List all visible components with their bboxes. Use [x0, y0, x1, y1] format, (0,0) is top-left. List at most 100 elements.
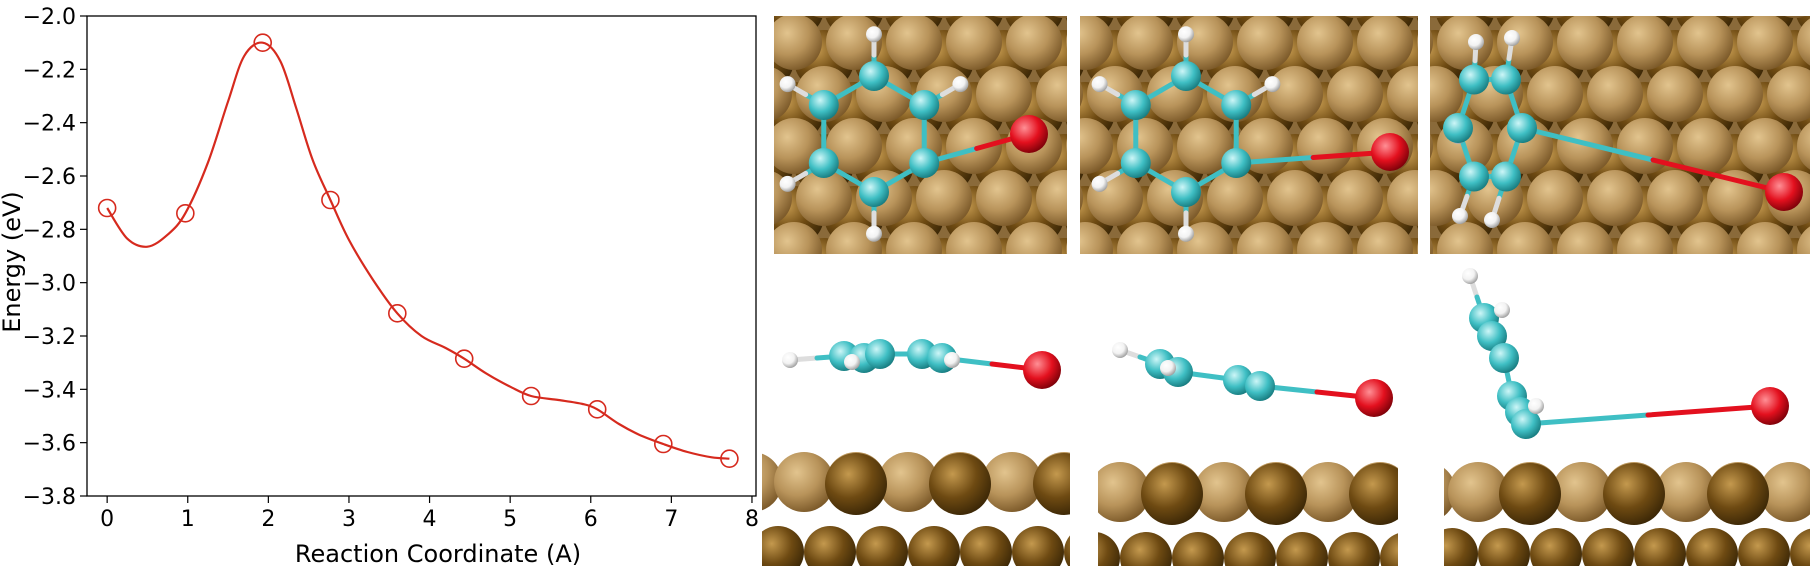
- surface-atom: [1527, 170, 1583, 226]
- surface-atom: [1080, 222, 1113, 254]
- side-view-final-panel: [1444, 266, 1810, 566]
- slab-atom-lower: [960, 526, 1012, 566]
- data-point-marker: [321, 190, 340, 210]
- slab-atom-upper: [929, 453, 991, 515]
- surface-atom: [813, 16, 835, 18]
- slab-atom-lower: [1444, 528, 1478, 566]
- surface-atom: [1036, 66, 1067, 122]
- surface-atom: [1587, 170, 1643, 226]
- surface-atom: [1737, 118, 1793, 174]
- data-point-marker: [97, 198, 117, 218]
- data-point-marker: [654, 434, 673, 454]
- surface-atom: [976, 170, 1032, 226]
- surface-atom: [916, 170, 972, 226]
- surface-atom: [886, 222, 942, 254]
- surface-atom: [1437, 222, 1493, 254]
- carbon-atom: [865, 339, 895, 369]
- slab-atom-lower: [1478, 528, 1530, 566]
- surface-atom: [1387, 170, 1418, 226]
- slab-atom-upper: [1349, 463, 1398, 525]
- surface-atom: [1647, 170, 1703, 226]
- bond: [1650, 157, 1787, 195]
- carbon-atom: [859, 177, 889, 207]
- energy-profile-chart: −2.0−2.2−2.4−2.6−2.8−3.0−3.2−3.4−3.6−3.8…: [0, 5, 759, 568]
- surface-atom: [1544, 16, 1566, 18]
- slab-atom-lower: [1276, 532, 1328, 566]
- carbon-atom: [808, 90, 839, 120]
- hydrogen-atom: [1091, 175, 1108, 192]
- hydrogen-atom: [1264, 76, 1281, 93]
- surface-atom: [1430, 66, 1463, 122]
- surface-atom: [946, 16, 1002, 70]
- top-view-transition-panel: [1080, 16, 1418, 254]
- surface-atom: [1417, 138, 1418, 154]
- hydrogen-atom: [1178, 225, 1194, 242]
- surface-atom: [1066, 242, 1067, 254]
- oxygen-atom: [1023, 351, 1061, 389]
- slab-atom-lower: [1098, 532, 1120, 566]
- oxygen-atom: [1765, 173, 1803, 211]
- surface-atom: [774, 222, 822, 254]
- hydrogen-atom: [1178, 26, 1194, 43]
- surface-atom: [1797, 226, 1810, 254]
- surface-atom: [796, 170, 852, 226]
- slab-atom-upper: [762, 453, 782, 511]
- slab-atom-lower: [1738, 528, 1790, 566]
- hydrogen-atom: [1160, 360, 1176, 376]
- hydrogen-atom: [1452, 208, 1468, 224]
- data-point-marker: [587, 400, 607, 419]
- data-point-marker: [253, 33, 273, 52]
- y-axis: −2.0−2.2−2.4−2.6−2.8−3.0−3.2−3.4−3.6−3.8: [23, 5, 87, 510]
- surface-atom: [1006, 16, 1062, 70]
- x-tick-label: 6: [584, 507, 598, 532]
- carbon-atom: [1171, 177, 1201, 207]
- slab-atom-lower: [1686, 528, 1738, 566]
- energy-curve: [106, 41, 730, 460]
- y-tick-label: −3.0: [23, 272, 76, 297]
- surface-atom: [1767, 66, 1810, 122]
- surface-atom: [1297, 222, 1353, 254]
- surface-atom: [1557, 16, 1613, 70]
- carbon-atom: [1120, 148, 1151, 178]
- surface-atom: [1267, 170, 1323, 226]
- surface-atom: [1430, 16, 1446, 18]
- slab-atom-upper: [982, 452, 1042, 512]
- surface-atom: [1387, 66, 1418, 122]
- slab-atom-upper: [1656, 462, 1716, 522]
- slab-atom-lower: [1012, 526, 1064, 566]
- hydrogen-atom: [1468, 34, 1484, 50]
- surface-atom: [1617, 118, 1673, 174]
- y-tick-label: −2.2: [23, 58, 76, 83]
- surface-atom: [1557, 222, 1613, 254]
- slab-atom-upper: [1448, 462, 1508, 522]
- surface-atom: [1297, 16, 1353, 70]
- surface-atom: [1664, 16, 1686, 18]
- surface-atom: [1006, 222, 1062, 254]
- carbon-atom: [1507, 113, 1537, 143]
- surface-atom: [1117, 222, 1173, 254]
- surface-atom: [1497, 222, 1553, 254]
- carbon-atom: [1443, 113, 1473, 143]
- surface-atom: [946, 118, 1002, 174]
- surface-atom: [1430, 237, 1433, 254]
- surface-atom: [1604, 16, 1626, 18]
- surface-atom: [1404, 16, 1418, 18]
- surface-atom: [1327, 170, 1383, 226]
- surface-atom: [1527, 66, 1583, 122]
- hydrogen-atom: [866, 225, 882, 242]
- hydrogen-atom: [782, 352, 798, 368]
- hydrogen-atom: [1462, 268, 1478, 284]
- slab-atom-upper: [1760, 462, 1810, 522]
- slab-atom-upper: [878, 452, 938, 512]
- x-tick-label: 0: [100, 507, 114, 532]
- data-point-marker: [454, 349, 474, 368]
- bond: [1645, 403, 1773, 418]
- surface-atom: [1797, 122, 1810, 170]
- surface-atom: [933, 16, 955, 18]
- surface-atom: [1417, 34, 1418, 50]
- hydrogen-atom: [1484, 212, 1500, 228]
- hydrogen-atom: [1091, 76, 1108, 93]
- slab-atom-upper: [1141, 463, 1203, 525]
- surface-atom: [774, 16, 775, 17]
